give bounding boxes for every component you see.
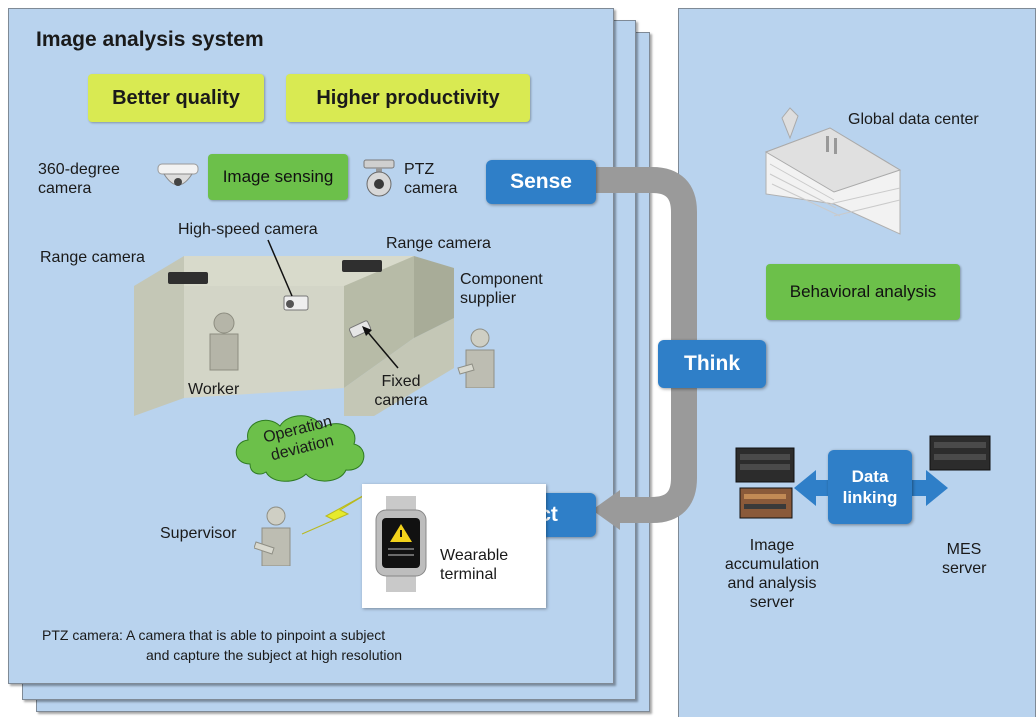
think-box: Think — [658, 340, 766, 388]
smartwatch-icon — [375, 496, 427, 592]
lightning-icon — [301, 491, 371, 535]
worker-label: Worker — [188, 381, 240, 398]
global-data-center-label: Global data center — [848, 111, 979, 128]
wearable-terminal-label: Wearable terminal — [440, 547, 509, 583]
mes-server-label: MES server — [942, 541, 987, 577]
component-supplier-figure — [457, 328, 495, 388]
footnote-line-2: and capture the subject at high resoluti… — [146, 647, 403, 663]
footnote-line-1: PTZ camera: A camera that is able to pin… — [42, 627, 386, 643]
component-supplier-label: Component supplier — [460, 271, 543, 307]
behavioral-analysis-box: Behavioral analysis — [766, 264, 960, 320]
sense-box: Sense — [486, 160, 596, 204]
high-speed-camera-label: High-speed camera — [178, 221, 318, 238]
image-server-label: Image accumulation and analysis server — [724, 537, 820, 611]
image-server-icon — [735, 447, 795, 519]
goal-higher-productivity: Higher productivity — [286, 74, 530, 122]
dome-camera-icon — [157, 163, 199, 186]
ptz-camera-label: PTZ camera — [404, 161, 458, 197]
supervisor-label: Supervisor — [160, 525, 237, 542]
image-sensing-box: Image sensing — [208, 154, 348, 200]
ptz-camera-icon — [363, 159, 395, 197]
fixed-camera-label: Fixed camera — [374, 373, 428, 409]
data-center-building-icon — [764, 107, 902, 235]
goal-better-quality: Better quality — [88, 74, 264, 122]
range-camera-right-label: Range camera — [386, 235, 491, 252]
panel-title: Image analysis system — [36, 28, 264, 51]
factory-walls-illustration — [134, 256, 454, 416]
range-camera-left-label: Range camera — [40, 249, 145, 266]
data-linking-box: Data linking — [828, 450, 912, 524]
camera-360-label: 360-degree camera — [38, 161, 120, 197]
supervisor-figure — [254, 506, 291, 566]
operation-deviation-cloud — [235, 415, 365, 482]
mes-server-icon — [929, 435, 991, 471]
